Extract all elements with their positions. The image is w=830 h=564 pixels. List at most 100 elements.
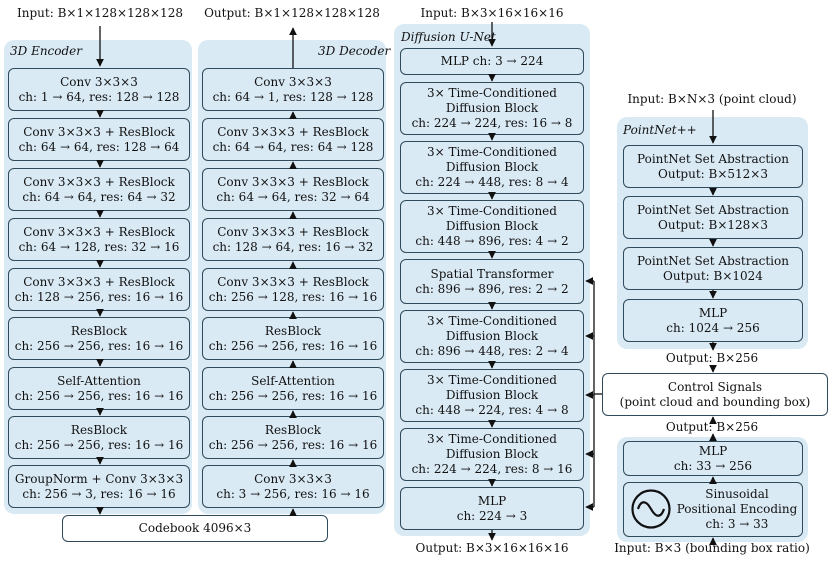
block-title: ResBlock — [70, 422, 128, 437]
block-detail: Output: B×1024 — [663, 268, 763, 283]
block-title: GroupNorm + Conv 3×3×3 — [14, 471, 184, 486]
block-detail: ch: 64 → 64, res: 128 → 64 — [18, 139, 180, 154]
codebook-box: Codebook 4096×3 — [62, 515, 328, 542]
block-detail: ch: 1 → 64, res: 128 → 128 — [18, 89, 180, 104]
block-title: Conv 3×3×3 + ResBlock — [23, 224, 175, 239]
block-title: PointNet Set Abstraction — [637, 151, 789, 166]
block-detail: ch: 256 → 256, res: 16 → 16 — [208, 437, 378, 452]
block-line: Diffusion Block — [445, 101, 539, 115]
block-detail: ch: 256 → 128, res: 16 → 16 — [208, 289, 378, 304]
block-line: MLP ch: 3 → 224 — [440, 54, 544, 68]
block-line: 3× Time-Conditioned — [427, 373, 557, 387]
block-detail: ch: 256 → 256, res: 16 → 16 — [208, 338, 378, 353]
block-title: Conv 3×3×3 — [60, 74, 138, 89]
sine-wave-icon — [630, 488, 672, 530]
block-line: Diffusion Block — [445, 329, 539, 343]
encoding-title: Sinusoidal — [705, 487, 769, 501]
block-line: Diffusion Block — [445, 219, 539, 233]
block-title: Conv 3×3×3 + ResBlock — [23, 174, 175, 189]
block-detail: ch: 256 → 256, res: 16 → 16 — [14, 338, 184, 353]
block-detail: ch: 256 → 256, res: 16 → 16 — [208, 388, 378, 403]
block-title: MLP — [698, 305, 728, 320]
block-title: ResBlock — [70, 323, 128, 338]
block-line: 3× Time-Conditioned — [427, 86, 557, 100]
unet-output-label: Output: B×3×16×16×16 — [415, 541, 569, 555]
block-line: Spatial Transformer — [430, 266, 554, 281]
block-detail: ch: 64 → 64, res: 64 → 32 — [22, 189, 176, 204]
encoding-detail: ch: 3 → 33 — [705, 517, 769, 531]
block-detail: Output: B×512×3 — [658, 166, 768, 181]
block-line: 3× Time-Conditioned — [427, 204, 557, 218]
block-line: ch: 448 → 224, res: 4 → 8 — [415, 403, 569, 417]
block-detail: ch: 1024 → 256 — [666, 320, 760, 335]
unet-block: MLP ch: 3 → 224 — [400, 48, 584, 75]
block-title: Conv 3×3×3 — [254, 471, 332, 486]
decoder-output-label: Output: B×1×128×128×128 — [204, 6, 380, 20]
block-title: ResBlock — [264, 422, 322, 437]
block-detail: ch: 256 → 3, res: 16 → 16 — [22, 486, 176, 501]
block-line: ch: 896 → 896, res: 2 → 2 — [415, 281, 569, 296]
block-title: Conv 3×3×3 + ResBlock — [217, 224, 369, 239]
block-detail: ch: 128 → 64, res: 16 → 32 — [212, 239, 374, 254]
block-line: ch: 224 → 3 — [456, 508, 528, 523]
encoding-subtitle: Positional Encoding — [676, 502, 798, 516]
block-title: Conv 3×3×3 + ResBlock — [23, 124, 175, 139]
block-title: Self-Attention — [251, 373, 335, 388]
block-detail: ch: 64 → 128, res: 32 → 16 — [18, 239, 180, 254]
block-detail: ch: 33 → 256 — [673, 458, 753, 473]
block-title: Self-Attention — [57, 373, 141, 388]
block-title: PointNet Set Abstraction — [637, 202, 789, 217]
block-detail: ch: 256 → 256, res: 16 → 16 — [14, 388, 184, 403]
block-line: ch: 224 → 448, res: 8 → 4 — [415, 175, 569, 189]
block-title: Conv 3×3×3 + ResBlock — [217, 274, 369, 289]
block-detail: ch: 256 → 256, res: 16 → 16 — [14, 437, 184, 452]
block-detail: ch: 64 → 1, res: 128 → 128 — [212, 89, 374, 104]
block-title: Conv 3×3×3 + ResBlock — [217, 124, 369, 139]
encoder-title: 3D Encoder — [10, 44, 83, 58]
bbox-output-label: Output: B×256 — [665, 420, 759, 434]
block-detail: Output: B×128×3 — [658, 217, 768, 232]
decoder-title: 3D Decoder — [318, 44, 391, 58]
block-line: Diffusion Block — [445, 160, 539, 174]
block-detail: ch: 3 → 256, res: 16 → 16 — [216, 486, 370, 501]
bbox-input-label: Input: B×3 (bounding box ratio) — [614, 541, 810, 555]
block-line: MLP — [477, 493, 507, 508]
block-title: ResBlock — [264, 323, 322, 338]
block-title: PointNet Set Abstraction — [637, 253, 789, 268]
block-title: Conv 3×3×3 + ResBlock — [217, 174, 369, 189]
pointnet-input-label: Input: B×N×3 (point cloud) — [627, 92, 797, 106]
block-line: Diffusion Block — [445, 447, 539, 461]
codebook-label: Codebook 4096×3 — [138, 521, 252, 535]
pointnet-title: PointNet++ — [623, 123, 697, 137]
unet-title: Diffusion U-Net — [401, 30, 496, 44]
positional-encoding-block: Sinusoidal Positional Encoding ch: 3 → 3… — [623, 482, 803, 537]
block-detail: ch: 128 → 256, res: 16 → 16 — [14, 289, 184, 304]
block-line: 3× Time-Conditioned — [427, 314, 557, 328]
control-signals-box: Control Signals(point cloud and bounding… — [602, 373, 828, 416]
block-line: 3× Time-Conditioned — [427, 432, 557, 446]
block-title: MLP — [698, 443, 728, 458]
block-line: ch: 448 → 896, res: 4 → 2 — [415, 234, 569, 248]
